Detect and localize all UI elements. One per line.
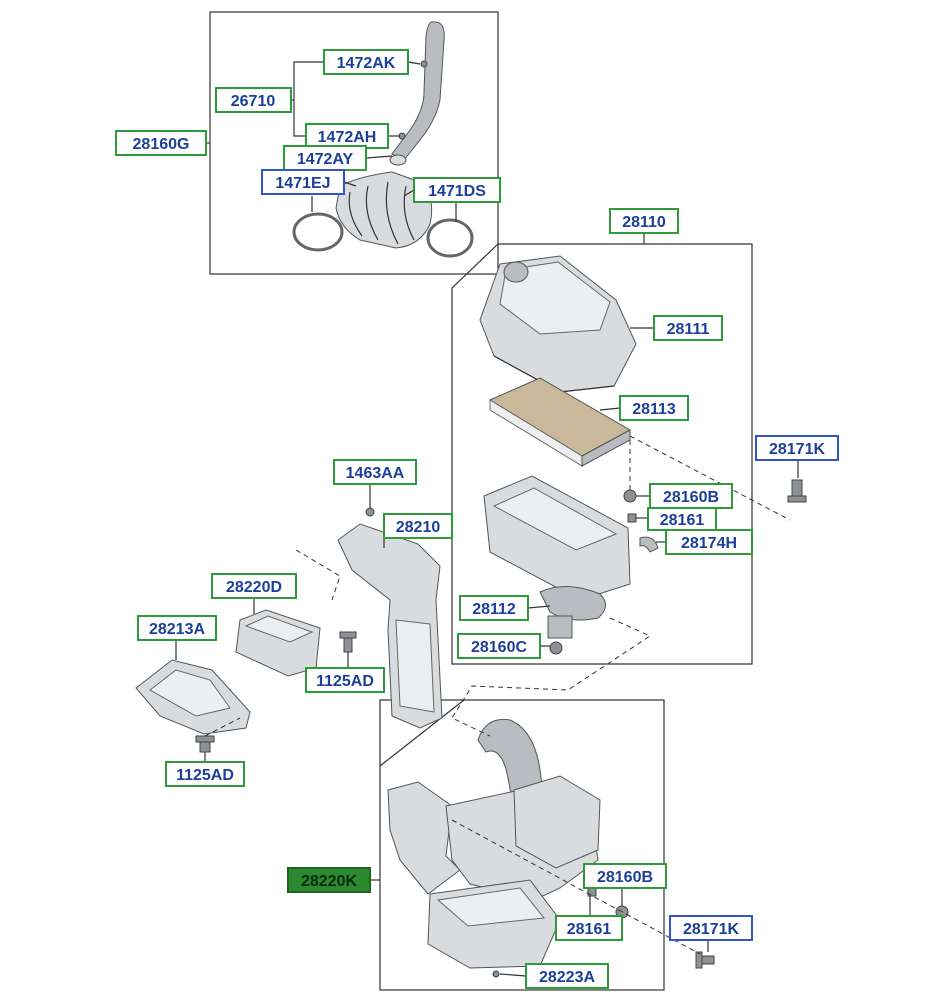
callout-28220k-text: 28220K bbox=[301, 873, 357, 890]
resonator-assembly-28220k-part bbox=[387, 718, 601, 969]
callout-28223a[interactable]: 28223A bbox=[525, 963, 609, 989]
leader-1471ds-b bbox=[403, 189, 415, 197]
callout-1471ds[interactable]: 1471DS bbox=[413, 177, 501, 203]
hose-clamp-right-part bbox=[426, 218, 474, 258]
intake-hose-part bbox=[335, 21, 445, 249]
callout-1125ad-lower[interactable]: 1125AD bbox=[165, 761, 245, 787]
callout-1463aa[interactable]: 1463AA bbox=[333, 459, 417, 485]
air-cleaner-body-part bbox=[483, 475, 631, 639]
leader-26710 bbox=[291, 61, 324, 101]
leader-26710-lower bbox=[293, 100, 306, 137]
resonator-group-frame bbox=[379, 699, 665, 991]
clip-28223a-part bbox=[492, 970, 500, 978]
callout-28113[interactable]: 28113 bbox=[619, 395, 689, 421]
callout-28160c[interactable]: 28160C bbox=[457, 633, 541, 659]
leader-1472ak bbox=[407, 61, 421, 65]
bushing-28161-part bbox=[627, 513, 637, 523]
callout-1472ay[interactable]: 1472AY bbox=[283, 145, 367, 171]
callout-26710-text: 26710 bbox=[231, 93, 276, 110]
callout-28113-text: 28113 bbox=[632, 401, 676, 418]
callout-28171k-lower-text: 28171K bbox=[683, 921, 739, 938]
callout-1463aa-text: 1463AA bbox=[346, 465, 405, 482]
callout-28174h-text: 28174H bbox=[681, 535, 737, 552]
callout-28171k-lower[interactable]: 28171K bbox=[669, 915, 753, 941]
dash-duct-to-bracket bbox=[295, 549, 341, 601]
callout-28174h[interactable]: 28174H bbox=[665, 529, 753, 555]
callout-28161-upper-text: 28161 bbox=[660, 512, 705, 529]
leader-28112 bbox=[527, 605, 551, 609]
callout-28171k-upper[interactable]: 28171K bbox=[755, 435, 839, 461]
clip-1463aa-part bbox=[365, 507, 375, 517]
callout-1471ds-text: 1471DS bbox=[428, 183, 486, 200]
air-filter-element-part bbox=[488, 377, 632, 467]
air-cleaner-group-frame bbox=[451, 243, 753, 665]
callout-28220d-text: 28220D bbox=[226, 579, 282, 596]
callout-28111[interactable]: 28111 bbox=[653, 315, 723, 341]
leader-28223a bbox=[499, 973, 527, 977]
bushing-28161-lower-part bbox=[587, 887, 597, 897]
leader-1471ej-b bbox=[343, 181, 357, 187]
callout-28160g-text: 28160G bbox=[133, 136, 190, 153]
callout-28160b-lower-text: 28160B bbox=[597, 869, 653, 886]
callout-28171k-upper-text: 28171K bbox=[769, 441, 825, 458]
bracket-28213a-part bbox=[135, 659, 251, 735]
callout-28112[interactable]: 28112 bbox=[459, 595, 529, 621]
grommet-28160c-part bbox=[549, 641, 563, 655]
callout-28160g[interactable]: 28160G bbox=[115, 130, 207, 156]
callout-28161-upper[interactable]: 28161 bbox=[647, 507, 717, 531]
callout-28161-lower[interactable]: 28161 bbox=[555, 915, 623, 941]
callout-28210-text: 28210 bbox=[396, 519, 441, 536]
dash-resonator-to-bolt bbox=[451, 819, 701, 955]
dash-body-to-resonator bbox=[451, 617, 652, 737]
callout-28161-lower-text: 28161 bbox=[567, 921, 612, 938]
dash-bracket-bolt bbox=[204, 717, 241, 737]
callout-26710[interactable]: 26710 bbox=[215, 87, 292, 113]
callout-28160b-upper-text: 28160B bbox=[663, 489, 719, 506]
clip-1472ak-part bbox=[420, 60, 428, 68]
callout-28160c-text: 28160C bbox=[471, 639, 527, 656]
callout-1472ah-text: 1472AH bbox=[318, 129, 377, 146]
duct-assembly-28220d-part bbox=[235, 609, 321, 677]
leader-28113 bbox=[599, 407, 621, 411]
dash-filter-to-bolt bbox=[629, 435, 791, 521]
hose-clamp-left-part bbox=[292, 212, 344, 252]
callout-1125ad-lower-text: 1125AD bbox=[176, 767, 234, 784]
resonator-group-frame-top bbox=[379, 699, 465, 767]
callout-1471ej[interactable]: 1471EJ bbox=[261, 169, 345, 195]
callout-1471ej-text: 1471EJ bbox=[275, 175, 330, 192]
callout-28223a-text: 28223A bbox=[539, 969, 595, 986]
air-duct-28210-part bbox=[337, 523, 443, 729]
callout-1125ad-upper[interactable]: 1125AD bbox=[305, 667, 385, 693]
callout-28213a[interactable]: 28213A bbox=[137, 615, 217, 641]
callout-28111-text: 28111 bbox=[667, 321, 710, 338]
callout-1125ad-upper-text: 1125AD bbox=[316, 673, 374, 690]
callout-28220k[interactable]: 28220K bbox=[287, 867, 371, 893]
bolt-28171k-lower-part bbox=[695, 951, 715, 969]
callout-28110[interactable]: 28110 bbox=[609, 208, 679, 234]
callout-28110-text: 28110 bbox=[622, 214, 666, 231]
bolt-1125ad-lower-part bbox=[195, 735, 215, 753]
grommet-28160b-part bbox=[623, 489, 637, 503]
clip-28174h-part bbox=[639, 536, 659, 553]
bolt-1125ad-upper-part bbox=[339, 631, 357, 653]
callout-28112-text: 28112 bbox=[472, 601, 516, 618]
callout-1472ah[interactable]: 1472AH bbox=[305, 123, 389, 149]
callout-28160b-lower[interactable]: 28160B bbox=[583, 863, 667, 889]
bolt-28171k-upper-part bbox=[787, 479, 807, 503]
callout-1472ak[interactable]: 1472AK bbox=[323, 49, 409, 75]
air-cleaner-cover-part bbox=[479, 255, 637, 393]
callout-28160b-upper[interactable]: 28160B bbox=[649, 483, 733, 509]
leader-1472ay bbox=[365, 155, 393, 159]
callout-28220d[interactable]: 28220D bbox=[211, 573, 297, 599]
callout-1472ak-text: 1472AK bbox=[337, 55, 396, 72]
callout-28210[interactable]: 28210 bbox=[383, 513, 453, 539]
callout-1472ay-text: 1472AY bbox=[297, 151, 354, 168]
callout-28213a-text: 28213A bbox=[149, 621, 205, 638]
